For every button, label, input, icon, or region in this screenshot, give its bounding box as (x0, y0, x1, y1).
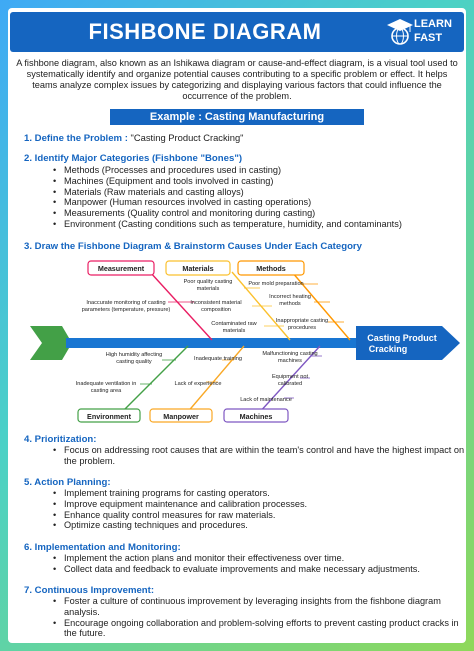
step-4-list: Focus on addressing root causes that are… (50, 445, 470, 467)
fish-head (356, 326, 460, 360)
category-manpower: Manpower (163, 412, 199, 421)
step-7-heading: 7. Continuous Improvement: (24, 585, 155, 596)
step-1-heading: 1. Define the Problem : (24, 133, 128, 144)
step-6-list: Implement the action plans and monitor t… (50, 553, 420, 575)
cause-environment-2a: Inadequate ventilation in (76, 381, 137, 387)
step-6-heading: 6. Implementation and Monitoring: (24, 542, 181, 553)
bone-environment (119, 345, 189, 415)
effect-line-1: Casting Product (367, 333, 437, 343)
fish-spine (66, 338, 362, 348)
category-measurement-box (87, 260, 155, 276)
list-item: Methods (Processes and procedures used i… (50, 165, 402, 176)
list-item: Improve equipment maintenance and calibr… (50, 499, 307, 510)
intro-paragraph: A fishbone diagram, also known as an Ish… (16, 58, 458, 101)
cause-methods-2b: methods (279, 301, 301, 307)
step-5-list: Implement training programs for casting … (50, 488, 307, 531)
logo-line-1: LEARN (414, 18, 452, 30)
step-4-heading: 4. Prioritization: (24, 434, 97, 445)
list-item: Manpower (Human resources involved in ca… (50, 197, 402, 208)
step-3-heading: 3. Draw the Fishbone Diagram & Brainstor… (24, 241, 363, 252)
list-item: Enhance quality control measures for raw… (50, 510, 307, 521)
cause-materials-2a: Inconsistent material (190, 300, 241, 306)
cause-materials-3a: Contaminated raw (211, 321, 257, 327)
effect-line-2: Cracking (369, 344, 408, 354)
list-item: Measurements (Quality control and monito… (50, 208, 402, 219)
step-4: 4. Prioritization: Focus on addressing r… (24, 434, 470, 467)
step-1: 1. Define the Problem : "Casting Product… (24, 132, 244, 144)
header-banner: FISHBONE DIAGRAM LEARN FAST (10, 12, 464, 52)
category-environment-box (77, 408, 141, 423)
page-title: FISHBONE DIAGRAM (88, 19, 322, 44)
cause-materials-2b: composition (201, 307, 231, 313)
step-2: 2. Identify Major Categories (Fishbone "… (24, 153, 402, 230)
category-measurement: Measurement (98, 264, 145, 273)
step-5: 5. Action Planning: Implement training p… (24, 477, 307, 531)
fishbone-diagram: Casting Product Cracking Measurement Mat… (30, 260, 460, 423)
cause-methods-3b: procedures (288, 325, 316, 331)
list-item: Collect data and feedback to evaluate im… (50, 564, 420, 575)
step-6: 6. Implementation and Monitoring: Implem… (24, 542, 420, 575)
cause-machines-2b: calibrated (278, 381, 302, 387)
category-methods-box (237, 260, 305, 276)
category-materials: Materials (182, 264, 213, 273)
cause-machines-1b: machines (278, 358, 302, 364)
logo-line-2: FAST (414, 32, 443, 44)
cause-methods-1: Poor mold preparation (248, 281, 303, 287)
cause-measurement-1a: Inaccurate monitoring of casting (86, 300, 165, 306)
list-item: Implement training programs for casting … (50, 488, 307, 499)
step-5-heading: 5. Action Planning: (24, 477, 111, 488)
bone-measurement (149, 271, 213, 341)
cause-materials-1a: Poor quality casting (184, 279, 233, 285)
step-1-value: "Casting Product Cracking" (127, 132, 244, 143)
category-environment: Environment (87, 412, 132, 421)
step-7: 7. Continuous Improvement: Foster a cult… (24, 585, 460, 639)
cause-environment-2b: casting area (91, 388, 122, 394)
list-item: Optimize casting techniques and procedur… (50, 520, 307, 531)
cause-methods-3a: Inappropriate casting (276, 318, 328, 324)
list-item: Materials (Raw materials and casting all… (50, 187, 402, 198)
cause-measurement-1b: parameters (temperature, pressure) (82, 307, 171, 313)
list-item: Environment (Casting conditions such as … (50, 219, 402, 230)
step-2-heading: 2. Identify Major Categories (Fishbone "… (24, 153, 243, 164)
bone-manpower (185, 345, 245, 415)
category-machines: Machines (240, 412, 273, 421)
list-item: Implement the action plans and monitor t… (50, 553, 420, 564)
cause-environment-1a: High humidity affecting (106, 352, 163, 358)
cause-materials-1b: materials (197, 286, 220, 292)
cause-methods-2a: Incorrect heating (269, 294, 311, 300)
cause-manpower-2: Lack of experience (175, 381, 222, 387)
category-methods: Methods (256, 264, 286, 273)
list-item: Encourage ongoing collaboration and prob… (50, 618, 460, 640)
category-machines-box (223, 408, 289, 423)
globe-cap-icon (387, 19, 413, 45)
bone-methods (291, 271, 351, 341)
list-item: Machines (Equipment and tools involved i… (50, 176, 402, 187)
cause-machines-1a: Malfunctioning casting (262, 351, 317, 357)
step-7-list: Foster a culture of continuous improveme… (50, 596, 460, 639)
step-3: 3. Draw the Fishbone Diagram & Brainstor… (24, 241, 362, 252)
fish-tail (30, 326, 72, 360)
step-2-list: Methods (Processes and procedures used i… (50, 165, 402, 230)
cause-machines-2a: Equipment not (272, 374, 309, 380)
list-item: Foster a culture of continuous improveme… (50, 596, 460, 618)
cause-environment-1b: casting quality (116, 359, 152, 365)
cause-machines-3: Lack of maintenance (240, 397, 292, 403)
cause-materials-3b: materials (223, 328, 246, 334)
category-manpower-box (149, 408, 213, 423)
cause-manpower-1: Inadequate training (194, 356, 242, 362)
category-materials-box (165, 260, 231, 276)
example-title: Example : Casting Manufacturing (110, 109, 364, 125)
bone-machines (257, 345, 321, 415)
list-item: Focus on addressing root causes that are… (50, 445, 470, 467)
logo: LEARN FAST (386, 15, 458, 49)
